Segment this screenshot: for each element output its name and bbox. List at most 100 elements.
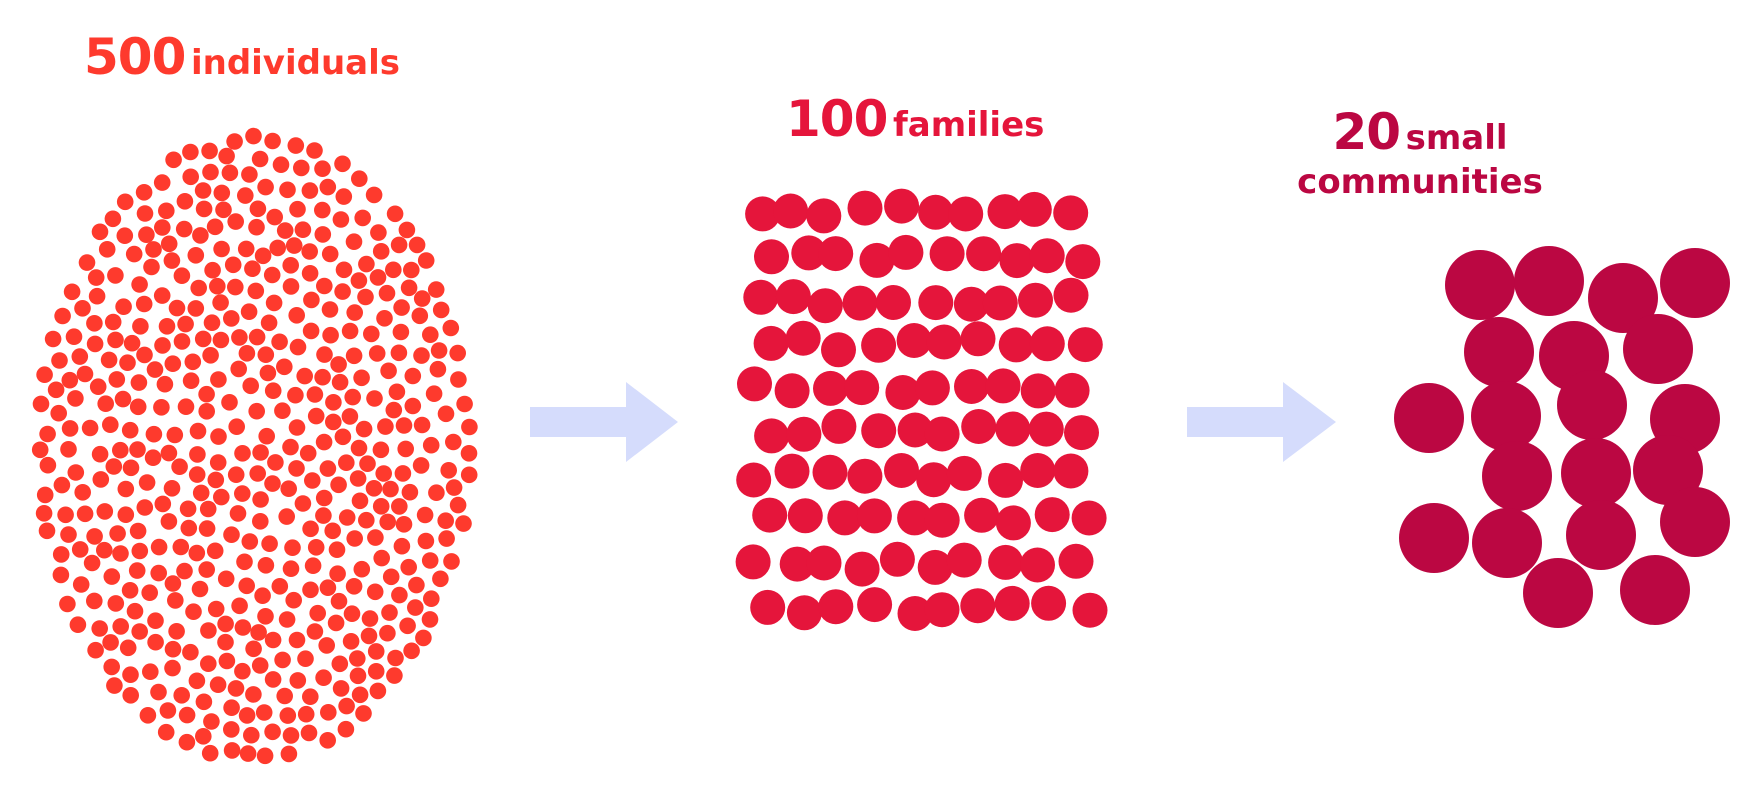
individual-dot [167,592,184,609]
individual-dot [129,441,146,458]
individual-dot [117,506,135,523]
family-dot [924,416,960,452]
individual-dot [345,233,363,250]
individual-dot [154,219,171,236]
individual-dot [393,537,411,555]
individual-dot [245,127,262,145]
individual-dot [303,291,320,309]
family-dot [754,418,790,454]
individual-dot [282,257,300,274]
individual-dot [213,184,231,202]
family-dot [926,324,962,360]
individual-dot [144,449,162,467]
individual-dot [158,318,176,335]
individuals-label: 500 individuals [84,28,400,86]
individual-dot [288,307,306,324]
family-dot [914,370,950,406]
individual-dot [263,266,281,284]
family-dot [821,332,856,368]
family-dot [884,188,920,224]
family-dot [791,235,827,271]
individual-dot [271,333,288,351]
individual-dot [136,346,153,364]
individual-dot [422,326,439,344]
individual-dot [72,576,90,593]
individual-dot [184,353,202,371]
individual-dot [355,705,372,722]
individual-dot [282,727,300,744]
individual-dot [223,699,240,716]
individual-dot [215,201,232,219]
individual-dot [89,378,107,396]
individual-dot [330,592,348,610]
individual-dot [355,420,373,438]
individual-dot [416,506,434,524]
individual-dot [74,300,91,317]
individual-dot [61,371,79,389]
individual-dot [227,680,245,697]
community-dot [1557,370,1627,440]
individual-dot [301,265,319,282]
individual-dot [173,687,190,704]
individual-dot [403,261,420,279]
individual-dot [168,299,186,317]
individual-dot [187,247,205,264]
individual-dot [146,361,164,378]
individual-dot [319,460,337,477]
individual-dot [360,627,378,645]
individual-dot [173,333,191,350]
individual-dot [234,619,252,636]
individual-dot [132,318,149,335]
family-dot [964,497,1000,533]
individual-dot [52,546,70,563]
individual-dot [223,742,241,759]
individual-dot [302,322,320,340]
individual-dot [285,591,303,609]
individual-dot [332,211,350,228]
individual-dot [154,337,171,354]
individual-dot [391,586,408,604]
individual-dot [91,620,108,637]
individual-dot [375,465,393,482]
family-dot [1071,500,1107,536]
individual-dot [382,568,400,586]
family-dot [774,453,810,489]
individual-dot [117,480,135,498]
individual-dot [136,205,154,222]
individual-dot [106,677,123,694]
individual-dot [304,557,322,574]
individual-dot [165,151,182,169]
individual-dot [423,590,440,607]
family-dot [827,500,863,536]
individual-dot [274,402,291,420]
individual-dot [280,480,298,498]
individual-dot [309,604,327,622]
individual-dot [325,413,342,431]
individual-dot [234,485,251,502]
individual-dot [158,202,175,220]
individual-dot [177,315,194,333]
individual-dot [282,438,299,456]
individual-dot [316,277,333,295]
individual-dot [192,484,210,502]
individual-dot [460,466,478,484]
family-dot [735,544,771,580]
family-dot [929,236,965,272]
individual-dot [368,345,386,362]
individual-dot [302,520,319,538]
individual-dot [282,278,300,295]
individual-dot [346,304,364,321]
individual-dot [331,373,349,391]
individual-dot [178,733,196,751]
family-dot [888,234,924,270]
family-dot [954,369,989,404]
individual-dot [349,650,366,667]
family-dot [897,596,933,631]
individual-dot [345,347,363,365]
individual-dot [204,261,221,279]
individual-dot [413,290,431,307]
individual-dot [150,564,167,582]
individual-dot [330,356,347,373]
individual-dot [198,520,216,537]
individual-dot [328,541,346,558]
